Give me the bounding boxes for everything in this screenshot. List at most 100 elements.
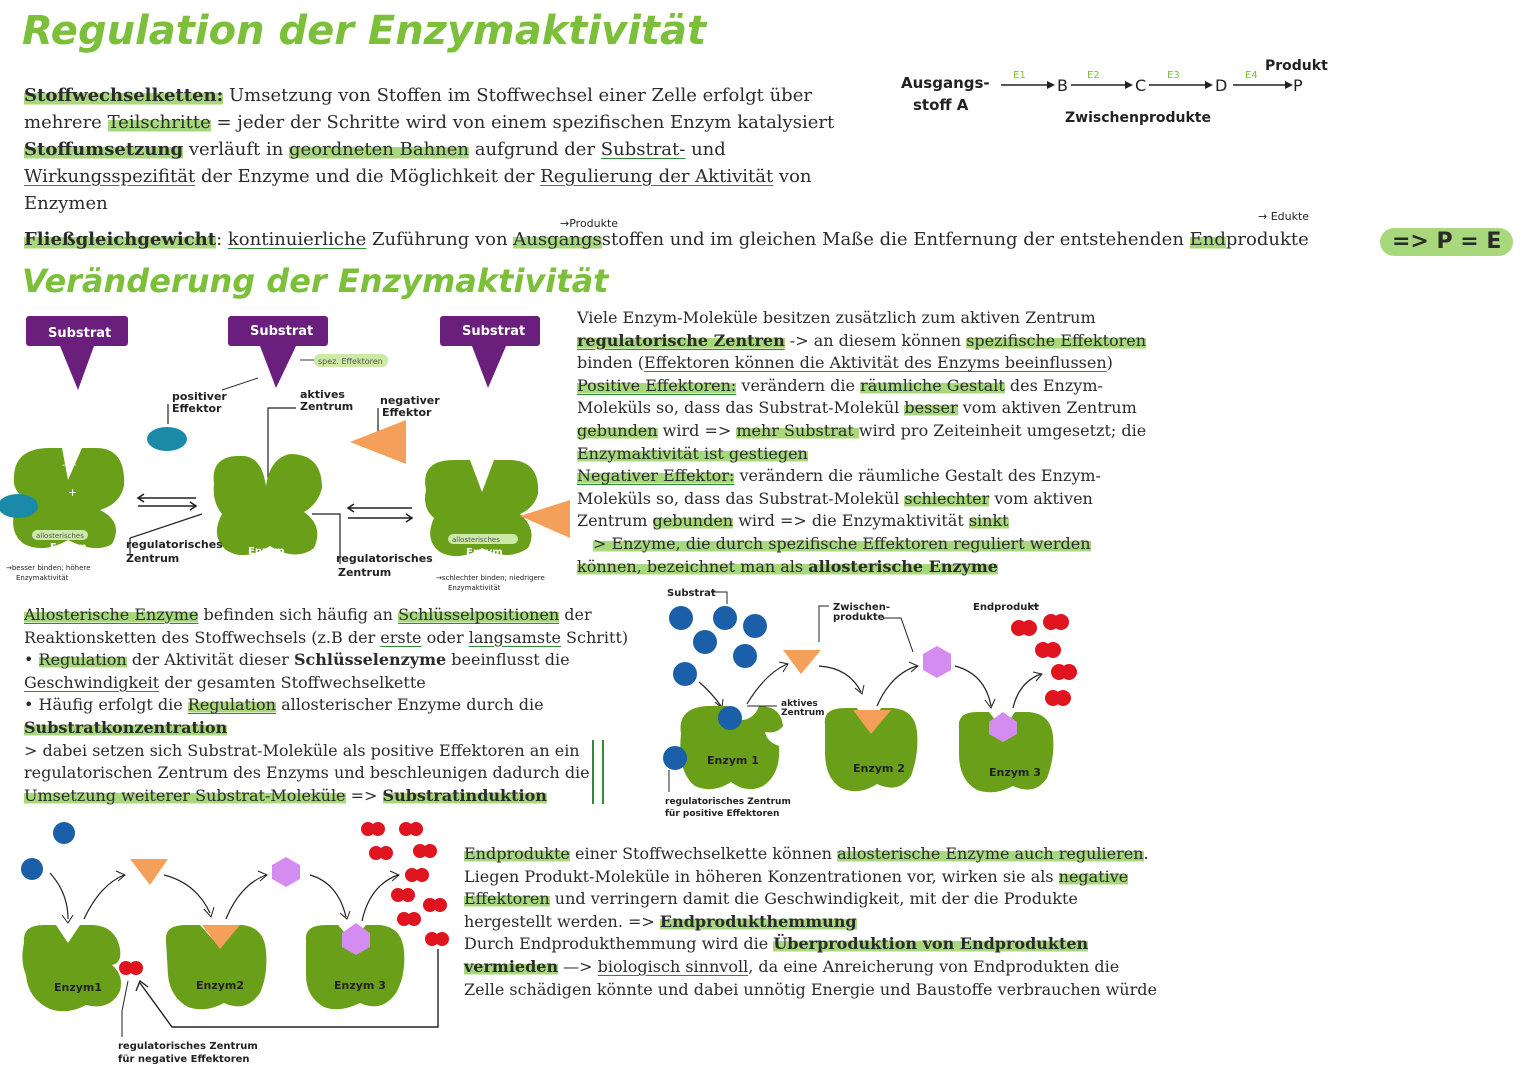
enzyme-e1: E1 bbox=[1013, 70, 1026, 81]
text: , da eine Anreicherung von Endprodukten … bbox=[748, 956, 1120, 976]
text: Moleküls so, dass das Substrat-Molekül bbox=[577, 488, 905, 508]
text: oder bbox=[421, 627, 469, 647]
highlight: spezifische Effektoren bbox=[966, 330, 1147, 350]
text: einer Stoffwechselkette können bbox=[569, 844, 838, 863]
underline: Regulierung der Aktivität bbox=[540, 166, 774, 187]
text: Zelle schädigen könnte und dabei unnötig… bbox=[464, 979, 1157, 999]
text: Moleküls so, dass das Substrat-Molekül bbox=[577, 398, 905, 418]
enzyme-3-shape: Enzym 3 bbox=[958, 712, 1054, 793]
highlight: besser bbox=[904, 398, 958, 418]
highlight: sinkt bbox=[968, 511, 1009, 531]
text: Liegen Produkt-Moleküle in höheren Konze… bbox=[464, 866, 1059, 886]
label-regul-right: regulatorisches bbox=[336, 552, 433, 565]
highlight: Allosterische Enzyme bbox=[24, 605, 199, 624]
text: der Aktivität dieser bbox=[126, 650, 294, 670]
svg-text:Enzym 3: Enzym 3 bbox=[334, 979, 386, 992]
term-fliessgleichgewicht: Fließgleichgewicht bbox=[24, 229, 217, 250]
substrate-shape-middle: Substrat bbox=[228, 316, 328, 388]
text: Reaktionsketten des Stoffwechsels (z.B d… bbox=[24, 627, 381, 647]
text: verändern die bbox=[736, 375, 861, 395]
text: der Enzyme und die Möglichkeit der bbox=[195, 166, 541, 187]
text: Schritt) bbox=[560, 627, 629, 647]
text: => bbox=[345, 785, 383, 805]
label-zentrum: Zentrum bbox=[300, 400, 353, 413]
svg-text:Substrat: Substrat bbox=[250, 324, 313, 339]
label-effektor: Effektor bbox=[172, 402, 222, 415]
highlight: gebunden bbox=[577, 420, 658, 440]
label-positiver: positiver bbox=[172, 390, 227, 403]
highlight: allosterische Enzyme auch regulieren bbox=[837, 844, 1144, 863]
chain-node-p: P bbox=[1293, 76, 1303, 95]
svg-text:Enzym 3: Enzym 3 bbox=[989, 766, 1041, 779]
negative-effector-shape bbox=[350, 420, 406, 464]
allosteric-explanation: Viele Enzym-Moleküle besitzen zusätzlich… bbox=[577, 307, 1197, 578]
underline: erste bbox=[380, 627, 422, 647]
text: ) bbox=[1106, 353, 1113, 373]
underline: langsamste bbox=[468, 627, 561, 647]
underline: Substrat- bbox=[600, 139, 686, 160]
label-besser: →besser binden; höhere bbox=[6, 564, 90, 572]
highlight: Effektoren bbox=[464, 889, 550, 909]
chain-start-label-2: stoff A bbox=[913, 96, 969, 114]
highlight: negative bbox=[1058, 866, 1129, 886]
text: des Enzym- bbox=[1004, 375, 1103, 395]
highlight: Überproduktion von Endprodukten bbox=[773, 934, 1089, 954]
end-product-inhibition-text: Endprodukte einer Stoffwechselkette könn… bbox=[464, 843, 1184, 1001]
text: . bbox=[1143, 844, 1149, 863]
svg-text:Enzym2: Enzym2 bbox=[196, 979, 244, 992]
highlight: Enzymaktivität ist gestiegen bbox=[577, 443, 808, 463]
label-zwischenprodukte-2: produkte bbox=[833, 612, 885, 623]
chain-start-label: Ausgangs- bbox=[901, 74, 990, 92]
underline: kontinuierliche bbox=[227, 229, 367, 250]
intermediate-triangle-1 bbox=[783, 650, 821, 674]
label-schlechter-2: Enzymaktivität bbox=[448, 584, 501, 592]
underline: Effektoren können die Aktivität des Enzy… bbox=[644, 353, 1107, 373]
bullet: • bbox=[24, 650, 39, 670]
label-reg-negative-2: für negative Effektoren bbox=[118, 1054, 250, 1065]
highlight: mehr Substrat bbox=[736, 420, 859, 440]
inhibition-enzyme-3-shape: Enzym 3 bbox=[305, 923, 405, 1010]
inhibition-enzyme-1-shape: Enzym1 bbox=[22, 925, 121, 1012]
text: wird => bbox=[657, 420, 737, 440]
svg-text:allosterisches: allosterisches bbox=[36, 532, 84, 540]
end-product-molecules bbox=[361, 822, 449, 946]
label-reg-positive-2: für positive Effektoren bbox=[665, 809, 779, 819]
fliessgleichgewicht-line: Fließgleichgewicht: kontinuierliche Zufü… bbox=[24, 226, 1309, 253]
label-reg-positive-1: regulatorisches Zentrum bbox=[665, 797, 791, 807]
highlight: schlechter bbox=[904, 488, 990, 508]
negative-effector-bound bbox=[119, 961, 143, 975]
highlight: können, bezeichnet man als bbox=[577, 556, 809, 576]
text: befinden sich häufig an bbox=[198, 605, 399, 624]
chain-node-b: B bbox=[1057, 76, 1068, 95]
label-neg-effektor: Effektor bbox=[382, 406, 432, 419]
svg-text:Enzym: Enzym bbox=[50, 542, 87, 553]
text: aufgrund der bbox=[469, 139, 601, 160]
label-aktives-zentrum-1: aktives bbox=[781, 699, 818, 709]
highlight: End bbox=[1189, 229, 1226, 250]
term-schluesselenzyme: Schlüsselenzyme bbox=[293, 650, 447, 670]
enzyme-e2: E2 bbox=[1087, 70, 1100, 81]
enzyme-right-shape: allosterisches Enzym bbox=[425, 460, 570, 558]
text: Umsetzung von Stoffen im Stoffwechsel ei… bbox=[223, 85, 812, 106]
text: Zuführung von bbox=[366, 229, 514, 250]
term-endprodukthemmung: Endprodukthemmung bbox=[659, 911, 857, 931]
label-spez-effektoren: spez. Effektoren bbox=[318, 357, 383, 366]
term-stoffumsetzung: Stoffumsetzung bbox=[24, 139, 184, 160]
inhibition-enzyme-2-shape: Enzym2 bbox=[165, 925, 267, 1010]
text: Durch Endprodukthemmung wird die bbox=[464, 934, 774, 954]
label-endprodukt: Endprodukt bbox=[973, 602, 1039, 613]
enzyme-e4: E4 bbox=[1245, 70, 1258, 81]
positive-effector-shape bbox=[147, 427, 187, 451]
svg-text:Enzym1: Enzym1 bbox=[54, 981, 102, 994]
enzyme-1-shape: Enzym 1 bbox=[680, 706, 783, 790]
intermediate-hexagon bbox=[923, 646, 951, 678]
end-product-molecules bbox=[1011, 614, 1077, 706]
text: produkte bbox=[1225, 229, 1309, 250]
text: der gesamten Stoffwechselkette bbox=[159, 672, 426, 692]
highlight: Regulation bbox=[38, 650, 127, 670]
text: • Häufig erfolgt die bbox=[24, 695, 188, 715]
section-title-veraenderung: Veränderung der Enzymaktivität bbox=[22, 262, 609, 300]
term-regulatorische-zentren: regulatorische Zentren bbox=[577, 330, 785, 350]
highlight: gebunden bbox=[652, 511, 734, 531]
text: : bbox=[216, 229, 228, 250]
